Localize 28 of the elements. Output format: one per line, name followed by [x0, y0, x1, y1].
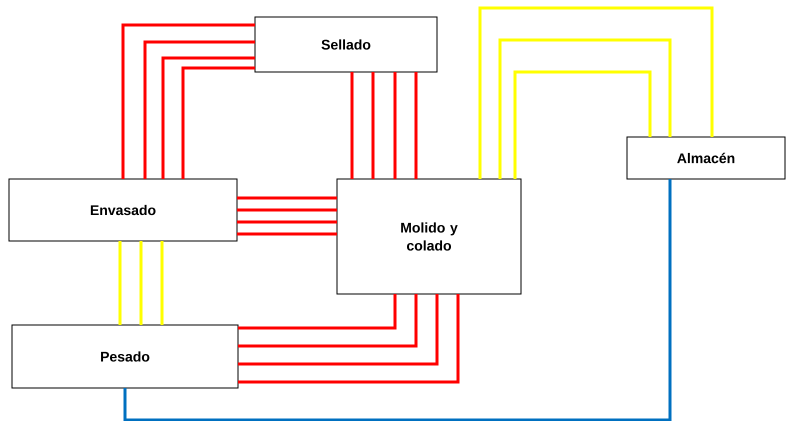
process-box: Pesado: [12, 324, 238, 388]
process-box: Almacén: [626, 136, 786, 180]
process-box: Envasado: [8, 178, 238, 242]
connector-line: [414, 72, 418, 179]
connector-line: [350, 72, 354, 179]
connector-line: [237, 232, 337, 236]
connector-line: [498, 38, 672, 179]
connector-line: [124, 179, 672, 421]
connector-line: [182, 66, 255, 179]
connector-line: [237, 220, 337, 224]
connector-line: [238, 294, 396, 330]
connector-line: [144, 40, 255, 179]
connector-line: [162, 56, 255, 179]
connector-line: [160, 241, 164, 325]
connector-line: [237, 196, 337, 200]
process-box: Sellado: [254, 16, 438, 72]
connector-line: [238, 294, 460, 384]
connector-line: [394, 72, 396, 179]
connector-line: [478, 6, 714, 179]
connector-line: [237, 208, 337, 212]
connector-line: [118, 241, 122, 325]
connector-line: [140, 241, 142, 325]
process-box: Molido y colado: [336, 178, 522, 294]
connector-line: [122, 24, 255, 179]
connector-line: [238, 294, 418, 348]
connector-line: [238, 294, 438, 366]
connector-line: [514, 70, 652, 179]
connector-line: [372, 72, 374, 179]
